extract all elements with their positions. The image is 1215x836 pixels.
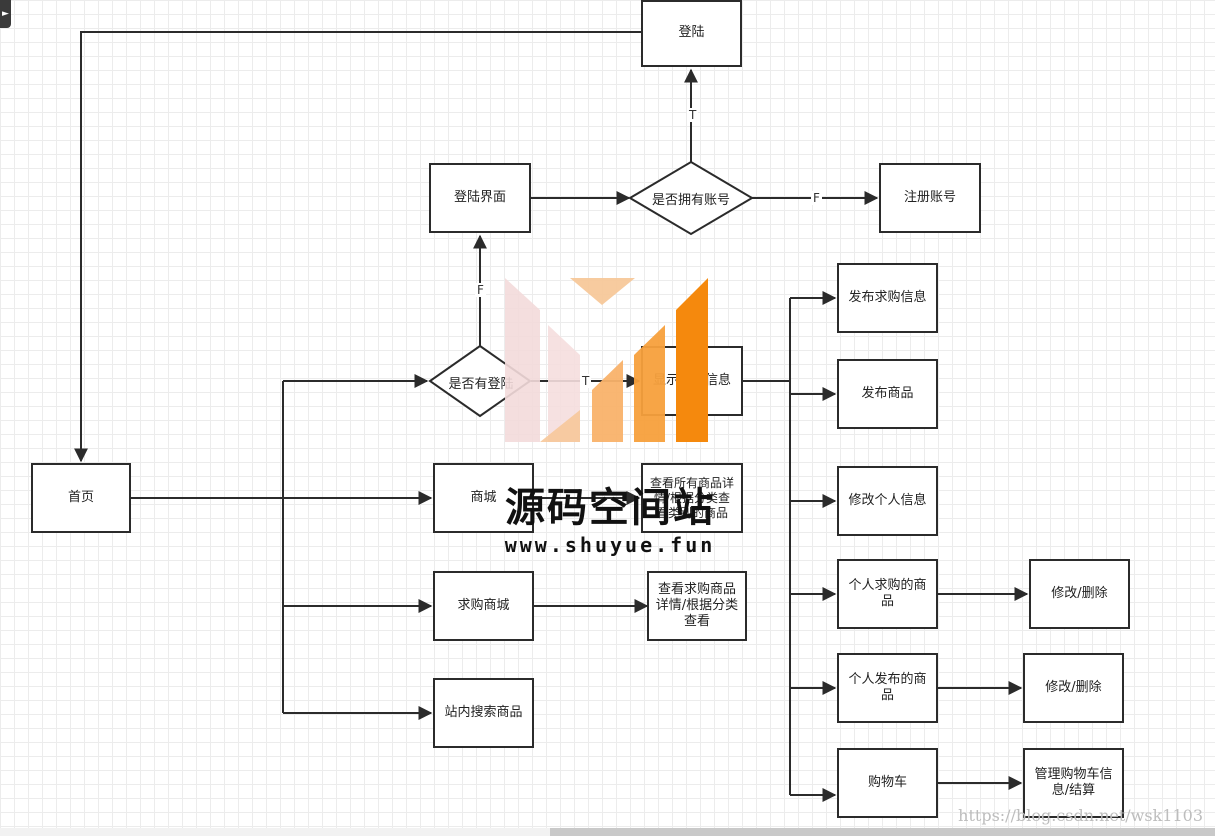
node-publish-goods[interactable]: 发布商品 bbox=[837, 359, 938, 429]
edge-label-true: T bbox=[580, 374, 592, 388]
edge-login-to-home bbox=[74, 31, 641, 463]
node-register[interactable]: 注册账号 bbox=[879, 163, 981, 233]
watermark-url: www.shuyue.fun bbox=[504, 533, 716, 557]
edge-label-true: T bbox=[687, 108, 699, 122]
node-cart[interactable]: 购物车 bbox=[837, 748, 938, 818]
node-edit-delete-published[interactable]: 修改/删除 bbox=[1023, 653, 1124, 723]
node-view-all-goods[interactable]: 查看所有商品详情/根据分类查看类别的商品 bbox=[641, 463, 743, 533]
node-edit-delete-wanted[interactable]: 修改/删除 bbox=[1029, 559, 1130, 629]
node-manage-cart[interactable]: 管理购物车信息/结算 bbox=[1023, 748, 1124, 818]
node-login-page[interactable]: 登陆界面 bbox=[429, 163, 531, 233]
watermark-source-url: https://blog.csdn.net/wsk1103 bbox=[958, 806, 1203, 825]
panel-toggle-tab[interactable]: ► bbox=[0, 0, 11, 28]
node-view-wanted[interactable]: 查看求购商品详情/根据分类查看 bbox=[647, 571, 747, 641]
diamond-has-account bbox=[628, 160, 754, 236]
edge-label-false: F bbox=[811, 191, 822, 205]
node-my-wanted[interactable]: 个人求购的商品 bbox=[837, 559, 938, 629]
watermark-title: 源码空间站 bbox=[505, 485, 715, 531]
node-site-search[interactable]: 站内搜索商品 bbox=[433, 678, 534, 748]
watermark-logo bbox=[505, 278, 708, 442]
node-wanted-mall[interactable]: 求购商城 bbox=[433, 571, 534, 641]
node-home[interactable]: 首页 bbox=[31, 463, 131, 533]
node-mall[interactable]: 商城 bbox=[433, 463, 534, 533]
edge-label-false: F bbox=[475, 283, 486, 297]
node-publish-wanted[interactable]: 发布求购信息 bbox=[837, 263, 938, 333]
node-login[interactable]: 登陆 bbox=[641, 0, 742, 67]
node-edit-profile[interactable]: 修改个人信息 bbox=[837, 466, 938, 536]
node-my-published[interactable]: 个人发布的商品 bbox=[837, 653, 938, 723]
horizontal-scrollbar-thumb[interactable] bbox=[550, 828, 1215, 836]
